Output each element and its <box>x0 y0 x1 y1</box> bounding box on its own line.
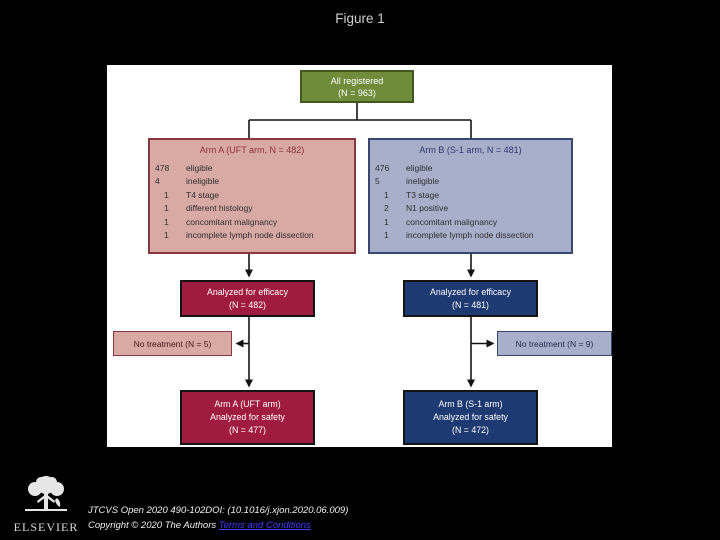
safety-a-count: (N = 477) <box>229 425 266 435</box>
safety-b-box: Arm B (S-1 arm) Analyzed for safety (N =… <box>403 390 538 445</box>
efficacy-a-box: Analyzed for efficacy (N = 482) <box>180 280 315 317</box>
safety-b-label: Analyzed for safety <box>433 412 508 422</box>
all-registered-count: (N = 963) <box>338 87 376 98</box>
efficacy-b-count: (N = 481) <box>452 299 489 310</box>
all-registered-label: All registered <box>330 75 384 86</box>
elsevier-wordmark: ELSEVIER <box>13 520 79 534</box>
efficacy-a-count: (N = 482) <box>229 299 266 310</box>
flow-connector-lines <box>235 103 495 388</box>
safety-a-label: Analyzed for safety <box>210 412 285 422</box>
efficacy-b-box: Analyzed for efficacy (N = 481) <box>403 280 538 317</box>
no-treatment-b-box: No treatment (N = 9) <box>497 331 612 356</box>
efficacy-b-label: Analyzed for efficacy <box>429 286 511 297</box>
safety-b-arm: Arm B (S-1 arm) <box>438 399 503 409</box>
terms-and-conditions-link[interactable]: Terms and Conditions <box>218 520 311 531</box>
no-treatment-a-box: No treatment (N = 5) <box>113 331 232 356</box>
copyright-line: Copyright © 2020 The Authors Terms and C… <box>88 520 311 531</box>
safety-a-box: Arm A (UFT arm) Analyzed for safety (N =… <box>180 390 315 445</box>
no-treatment-a-label: No treatment (N = 5) <box>133 338 212 349</box>
no-treatment-b-label: No treatment (N = 9) <box>515 338 594 349</box>
arm-a-header: Arm A (UFT arm, N = 482) <box>199 145 305 155</box>
figure-panel: All registered (N = 963) Arm A (UFT arm,… <box>107 65 612 447</box>
safety-b-count: (N = 472) <box>452 425 489 435</box>
arm-b-header: Arm B (S-1 arm, N = 481) <box>419 145 522 155</box>
all-registered-box: All registered (N = 963) <box>300 70 414 103</box>
citation-text: JTCVS Open 2020 490-102DOI: (10.1016/j.x… <box>88 505 349 516</box>
elsevier-tree-icon <box>25 476 67 511</box>
copyright-text: Copyright © 2020 The Authors <box>88 520 219 531</box>
elsevier-logo: ELSEVIER <box>6 474 86 535</box>
efficacy-a-label: Analyzed for efficacy <box>206 286 288 297</box>
figure-title: Figure 1 <box>335 11 385 26</box>
safety-a-arm: Arm A (UFT arm) <box>214 399 281 409</box>
